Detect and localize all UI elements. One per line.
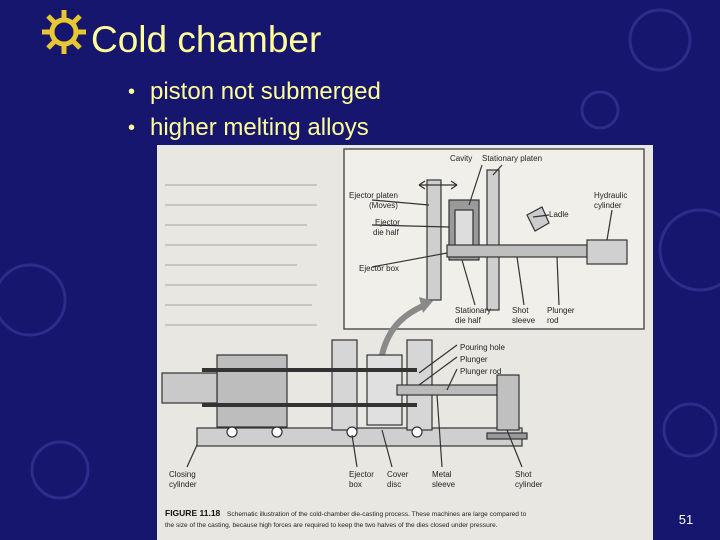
label-ladle: Ladle [549,210,569,219]
label-die-half: die half [373,228,400,237]
slide-title: Cold chamber [91,19,322,60]
machine-drawing [161,339,528,468]
bullet-dot: • [128,117,136,139]
label-closing: Closing [169,470,196,479]
bullet-item: • piston not submerged [128,76,381,108]
label-plunger: Plunger [547,306,575,315]
label-ejector-box: Ejector box [359,264,399,273]
label-hydraulic: Hydraulic [594,191,627,200]
label-cover: Cover [387,470,409,479]
inset-diagram [371,164,628,311]
figure-caption-line-1: Schematic illustration of the cold-chamb… [227,511,527,518]
label-rod: rod [547,316,559,325]
bullet-text: higher melting alloys [150,114,369,141]
label-closing-cylinder: cylinder [169,480,197,489]
detail-arrow [379,302,427,356]
label-metal: Metal [432,470,452,479]
label-stationary: Stationary [455,306,491,315]
label-moves: (Moves) [369,201,398,210]
label-stationary-die-half: die half [455,316,482,325]
bullet-item: • higher melting alloys [128,112,381,144]
label-ejector-platen: Ejector platen [349,191,398,200]
label-machine-plunger: Plunger [460,355,488,364]
label-shot: Shot [512,306,529,315]
die-casting-figure: Cavity Stationary platen Ejector platen … [157,145,653,540]
label-disc: disc [387,480,401,489]
label-shot-cylinder: cylinder [515,480,543,489]
page-number: 51 [678,512,694,527]
label-stationary-platen: Stationary platen [482,154,542,163]
label-machine-ejector: Ejector [349,470,374,479]
label-box: box [349,480,362,489]
label-sleeve: sleeve [512,316,536,325]
gear-icon [42,10,86,54]
bullet-text: piston not submerged [150,78,381,105]
label-ejector: Ejector [375,218,400,227]
label-pouring-hole: Pouring hole [460,343,505,352]
bullet-dot: • [128,81,136,103]
bullet-list: • piston not submerged • higher melting al… [128,76,381,148]
figure-caption-line-2: the size of the casting, because high fo… [165,522,498,529]
label-cylinder: cylinder [594,201,622,210]
label-plunger-rod: Plunger rod [460,367,501,376]
figure-caption-label: FIGURE 11.18 [165,508,221,518]
label-metal-sleeve: sleeve [432,480,456,489]
background-text-lines [165,184,317,326]
label-machine-shot: Shot [515,470,532,479]
label-cavity: Cavity [450,154,472,163]
